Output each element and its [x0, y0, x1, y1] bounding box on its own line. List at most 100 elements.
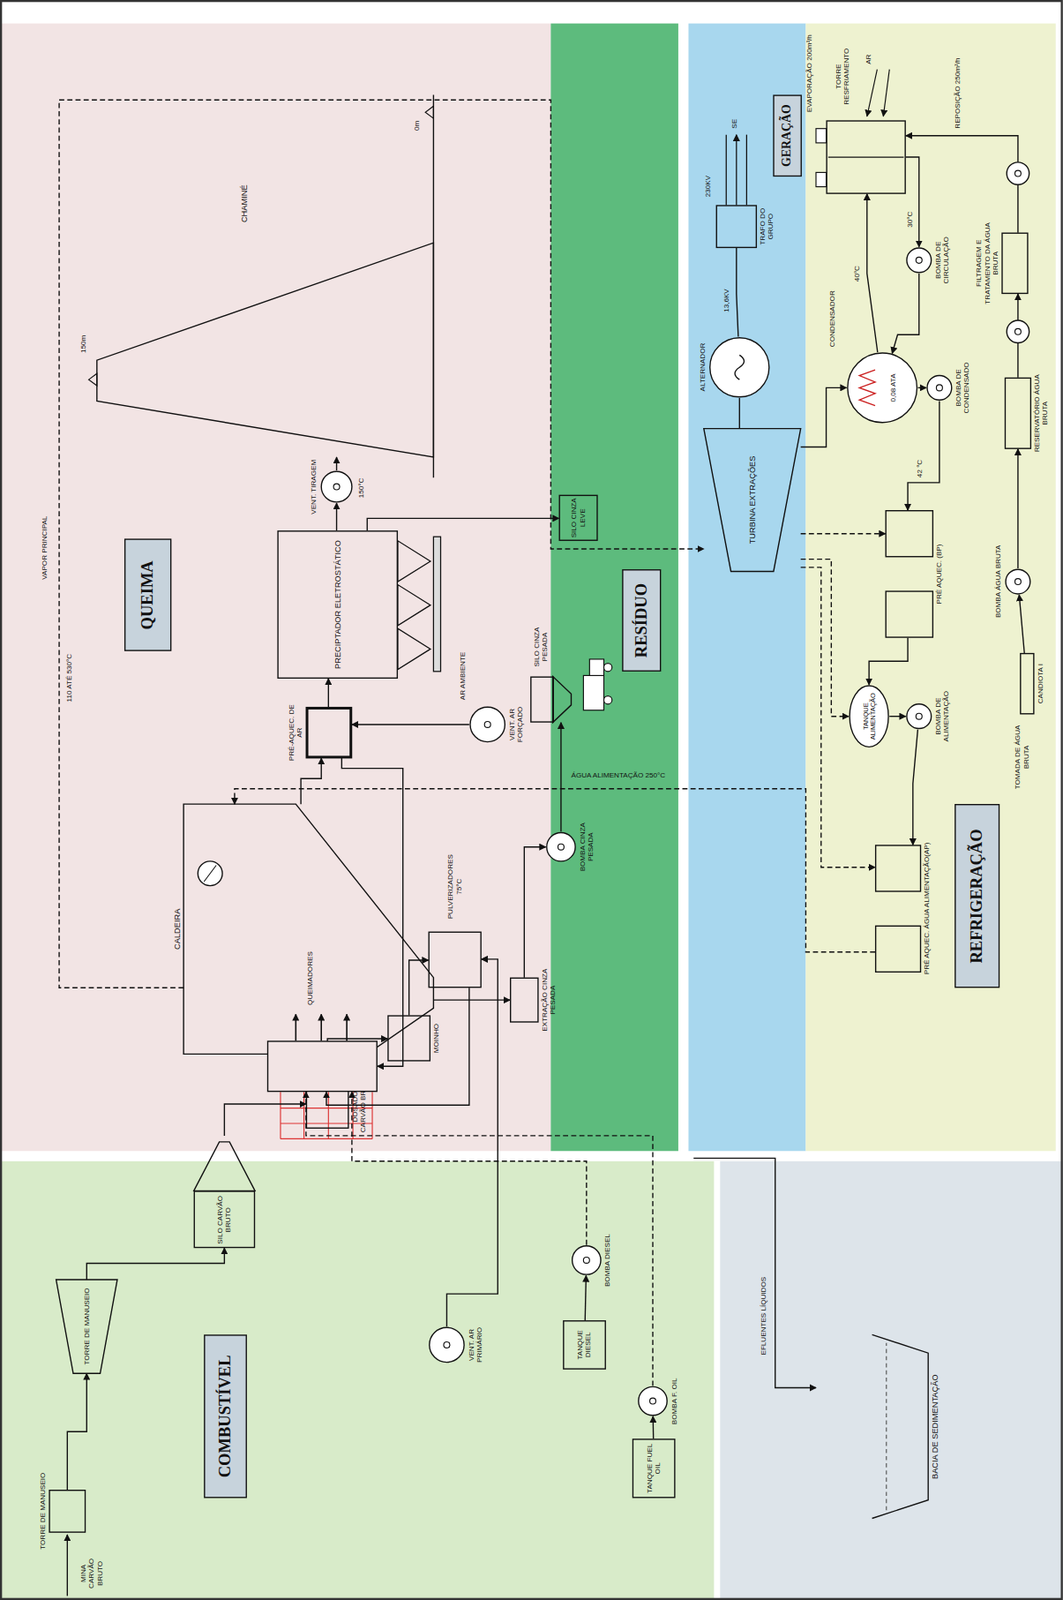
equipment-box: PRÉ AQUEC. (BP)	[885, 509, 934, 638]
equipment-label: EXTRAÇÃO CINZA PESADA	[540, 964, 558, 1036]
equipment-box: TORRE DE MANUSEIO	[49, 1489, 87, 1533]
annotation-label: EFLUENTES LÍQUIDOS	[759, 1276, 768, 1355]
equipment-outline	[637, 1384, 669, 1416]
equipment-outline	[905, 247, 933, 274]
section-title: RESÍDUO	[621, 568, 661, 672]
flow-line	[560, 722, 562, 832]
mine-feed-line	[67, 1534, 68, 1595]
equipment-outline	[428, 1325, 466, 1363]
equipment-label: CONDENSADOR	[828, 290, 837, 347]
equipment-label: PRECIPTADOR ELETROSTÁTICO	[333, 539, 344, 669]
equipment-box: PRECIPTADOR ELETROSTÁTICO	[277, 530, 398, 679]
flow-line	[652, 1415, 655, 1438]
equipment-box: PULVERIZADORES 75°C	[428, 931, 482, 989]
equipment-label: 0,08 ATA	[889, 373, 898, 402]
equipment-label: PRÉ AQUEC. ÁGUA ALIMENTAÇÃO(AP)	[922, 842, 931, 975]
annotation-label: VAPOR PRINCIPAL	[40, 516, 49, 580]
burner-arrows	[295, 1013, 347, 1041]
flow-line	[918, 387, 927, 389]
annotation-label: 42 °C	[915, 459, 924, 478]
equipment-box: TORRE DE MANUSEIO	[56, 1279, 118, 1373]
flow-line	[907, 400, 940, 510]
equipment-outline	[875, 844, 921, 973]
level-mark	[425, 105, 434, 119]
equipment-outline	[306, 706, 352, 758]
flow-line	[891, 273, 919, 354]
annotation-label: TOMADA DE ÁGUA BRUTA	[1013, 719, 1031, 794]
equipment-outline	[428, 931, 482, 989]
equipment-label: CHAMINÉ	[239, 184, 250, 223]
steam-line	[800, 532, 886, 534]
steam-line	[351, 1091, 587, 1244]
equipment-label: FILTRAGEM E TRATAMENTO DA ÁGUA BRUTA	[974, 217, 1000, 309]
equipment-label: CANDIOTA I	[1036, 663, 1045, 704]
equipment-outline	[562, 1319, 607, 1370]
equipment-circle: VENT. AR PRIMÁRIO	[428, 1325, 466, 1363]
flow-line	[739, 397, 741, 429]
equipment-outline	[97, 242, 435, 457]
equipment-label: BOMBA CINZA PESADA	[578, 815, 596, 877]
equipment-box: PRÉ AQUEC. ÁGUA ALIMENTAÇÃO(AP)	[875, 844, 921, 973]
equipment-box: SILO CARVÃO BRUTO	[194, 1135, 255, 1248]
flow-line	[409, 959, 429, 1015]
annotation-label: 0m	[412, 120, 421, 131]
annotation-label: AR AMBIENTE	[458, 651, 467, 700]
ash-truck	[583, 658, 612, 711]
annotation-label: REPOSIÇÃO 250m³/h	[953, 58, 962, 129]
pump-symbol	[1014, 170, 1021, 177]
flow-line	[224, 1103, 307, 1136]
equipment-label: BOMBA DE CONDENSADO	[954, 357, 972, 419]
equipment-box: SILO CINZA LEVE	[559, 494, 599, 541]
flow-line	[67, 1372, 87, 1490]
equipment-outline	[530, 676, 571, 723]
fuel-zone	[0, 1160, 714, 1600]
section-title: QUEIMA	[124, 538, 172, 652]
equipment-box: SILO CINZA PESADA	[530, 676, 571, 723]
equipment-outline	[826, 119, 906, 194]
equipment-circle: BOMBA F. OIL	[637, 1384, 669, 1416]
generation-zone	[688, 23, 806, 1152]
busbar-lines	[726, 134, 747, 206]
annotation-label: 150°C	[357, 478, 366, 499]
annotation-label: 40°C	[853, 265, 861, 282]
annotation-label: EVAPORAÇÃO 200m³/h	[805, 34, 814, 113]
equipment-box: EXTRAÇÃO CINZA PESADA	[509, 977, 539, 1023]
boiler-drum	[197, 860, 223, 886]
equipment-label: RESERVATÓRIO ÁGUA BRUTA	[1033, 361, 1050, 465]
equipment-outline	[194, 1135, 255, 1248]
equipment-label: BOMBA DIESEL	[604, 1233, 613, 1287]
equipment-label: TANQUE ALIMENTAÇÃO	[860, 687, 876, 745]
equipment-outline	[709, 336, 771, 398]
section-title-text: GERAÇÃO	[780, 104, 795, 167]
section-title-text: RESÍDUO	[632, 583, 652, 658]
equipment-outline	[1004, 568, 1032, 595]
equipment-outline	[872, 1333, 929, 1518]
equipment-outline	[905, 703, 933, 730]
steam-line	[800, 559, 849, 717]
equipment-label: TURBINA EXTRAÇÕES	[748, 456, 758, 545]
equipment-box: TANQUE ALIMENTAÇÃO	[848, 684, 890, 749]
equipment-label: TORRE DE MANUSEIO	[38, 1472, 47, 1550]
equipment-label: SILO CINZA PESADA	[532, 621, 550, 672]
equipment-outline	[559, 494, 599, 541]
flow-line	[800, 387, 847, 447]
equipment-label: VENT. AR FORÇADO	[508, 693, 525, 755]
flow-line	[1018, 594, 1025, 653]
flow-line	[341, 757, 403, 1066]
flow-line	[913, 729, 919, 846]
steam-line	[59, 99, 704, 988]
effluent-zone	[719, 1160, 1063, 1600]
equipment-circle: VENT. TIRAGEM	[320, 470, 353, 503]
flow-line	[905, 157, 920, 248]
equipment-box: TORRE RESFRIAMENTO	[826, 119, 906, 194]
equipment-outline	[716, 204, 757, 248]
equipment-outline	[49, 1489, 87, 1533]
equipment-circle: BOMBA DE CIRCULAÇÃO	[905, 247, 933, 274]
equipment-box: TURBINA EXTRAÇÕES	[703, 428, 801, 572]
equipment-box: TANQUE DIESEL	[562, 1319, 607, 1370]
steam-line	[306, 1091, 653, 1385]
equipment-outline	[387, 1014, 431, 1061]
equipment-label: BOMBA DE CIRCULAÇÃO	[934, 229, 951, 291]
